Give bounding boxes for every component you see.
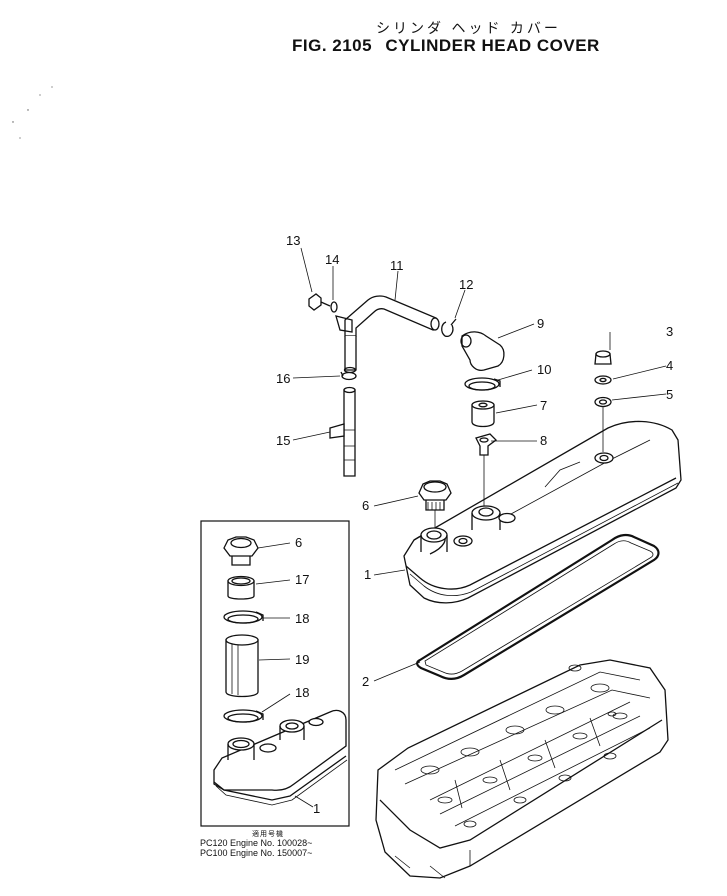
inset-callout-6: 6	[295, 535, 303, 550]
rubber-hose	[329, 386, 356, 477]
hose-clamp-small	[340, 371, 357, 381]
breather-elbow	[460, 331, 505, 371]
callout-3: 3	[666, 324, 674, 339]
inset-filler-cap	[223, 536, 259, 566]
callout-15: 15	[276, 433, 291, 448]
callout-9: 9	[537, 316, 545, 331]
figure-title: FIG. 2105 CYLINDER HEAD COVER	[292, 36, 608, 56]
callout-8: 8	[540, 433, 548, 448]
cap-nut	[594, 350, 612, 365]
inset-callout-17: 17	[295, 572, 310, 587]
inset-clamp-lower	[223, 709, 264, 723]
leader-lines	[292, 247, 667, 682]
applicability-header: 適用号機	[252, 830, 284, 838]
breather-tube	[335, 295, 440, 374]
applicability-note-pc120: PC120 Engine No. 100028~	[200, 838, 313, 848]
figure-name: CYLINDER HEAD COVER	[385, 36, 600, 55]
callout-10: 10	[537, 362, 552, 377]
inset-frame	[200, 520, 350, 827]
inset-leader-lines	[255, 542, 314, 808]
callout-16: 16	[276, 371, 291, 386]
inset-clamp-upper	[223, 610, 264, 624]
hose-clip	[441, 318, 457, 338]
callout-7: 7	[540, 398, 548, 413]
callout-14: 14	[325, 252, 340, 267]
inset-callout-18-lower: 18	[295, 685, 310, 700]
callout-2: 2	[362, 674, 370, 689]
callout-11: 11	[390, 258, 404, 273]
callout-6: 6	[362, 498, 370, 513]
scan-dots	[12, 86, 53, 139]
bolt	[308, 293, 331, 311]
callout-12: 12	[459, 277, 474, 292]
inset-callout-18-upper: 18	[295, 611, 310, 626]
breather-valve	[475, 433, 497, 456]
callout-13: 13	[286, 233, 301, 248]
hose-clamp	[464, 377, 501, 391]
inset-hose	[225, 634, 259, 698]
inset-adapter	[227, 575, 255, 600]
figure-number: FIG. 2105	[292, 36, 373, 55]
cylinder-head	[375, 659, 669, 879]
seal-washer	[594, 396, 612, 408]
applicability-note-pc100: PC100 Engine No. 150007~	[200, 848, 313, 858]
breather-cylinder	[471, 400, 495, 428]
oil-filler-cap	[418, 480, 452, 511]
bolt-washer	[330, 301, 338, 313]
inset-callout-19: 19	[295, 652, 310, 667]
callout-1: 1	[364, 567, 372, 582]
inset-callout-1: 1	[313, 801, 321, 816]
title-japanese: シリンダ ヘッド カバー	[376, 21, 561, 37]
callout-4: 4	[666, 358, 674, 373]
head-cover-main	[403, 420, 682, 604]
washer	[594, 375, 612, 385]
inset-head-cover	[213, 709, 348, 806]
gasket	[416, 533, 660, 680]
callout-5: 5	[666, 387, 674, 402]
